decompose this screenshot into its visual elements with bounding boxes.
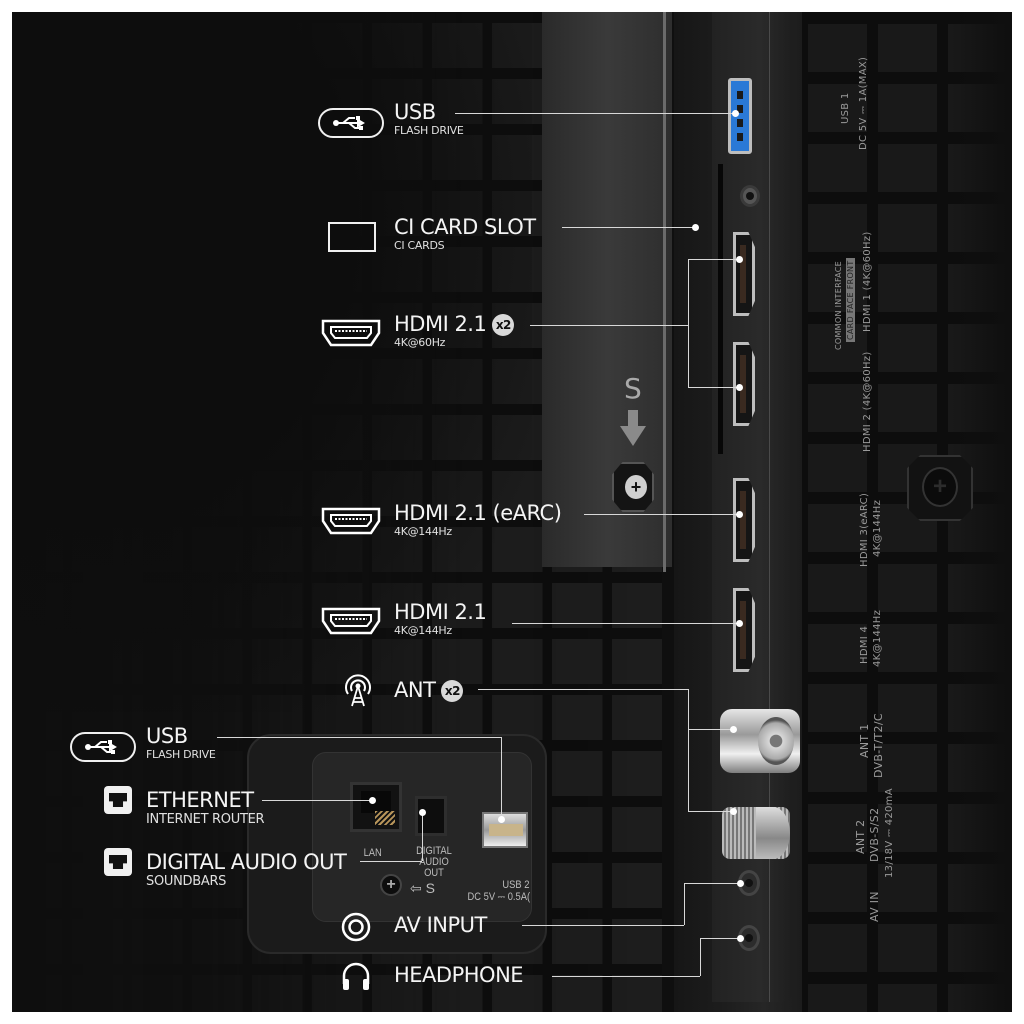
callout-subtitle: CI CARDS [394, 239, 445, 252]
callout-subtitle: 4K@60Hz [394, 336, 446, 349]
callout-usb-top: USB FLASH DRIVE [394, 100, 464, 137]
callout-title: DIGITAL AUDIO OUT [146, 850, 347, 874]
callout-title: HDMI 2.1 (eARC) [394, 501, 562, 525]
callout-hdmi-earc: HDMI 2.1 (eARC) 4K@144Hz [394, 501, 562, 538]
silk-av-in: AV IN [868, 891, 881, 922]
callout-ci-card-slot: CI CARD SLOT CI CARDS [394, 215, 536, 252]
callout-av-input: AV INPUT [394, 913, 487, 937]
callout-subtitle: INTERNET ROUTER [146, 812, 265, 827]
hdmi-icon [321, 319, 381, 347]
tv-rear-panel-image: S + + USB 1 DC 5V ⎓ 1A(MAX) COMMON INTER… [12, 12, 1012, 1012]
callout-title: CI CARD SLOT [394, 215, 536, 239]
callout-digital-audio-out: DIGITAL AUDIO OUT SOUNDBARS [146, 850, 347, 889]
headphone-icon [340, 960, 372, 997]
ant2-connector [722, 807, 790, 859]
shadow-overlay [12, 12, 532, 712]
silk-hdmi4-spec: 4K@144Hz [872, 609, 883, 667]
callout-hdmi-4: HDMI 2.1 4K@144Hz [394, 600, 487, 637]
silk-digital-audio-out: DIGITAL AUDIO OUT [416, 845, 452, 879]
silk-ant1: ANT 1 [858, 723, 871, 758]
callout-title: HEADPHONE [394, 963, 524, 987]
silk-usb1-power: DC 5V ⎓ 1A(MAX) [858, 56, 869, 150]
hdmi1-port [733, 232, 755, 316]
silk-hdmi4: HDMI 4 [859, 625, 870, 664]
screw-mark-s: S [624, 372, 642, 405]
usb1-port [728, 78, 752, 154]
av-in-jack [738, 870, 760, 896]
callout-subtitle: 4K@144Hz [394, 525, 452, 538]
screw-icon: + [625, 475, 647, 499]
ethernet-icon [104, 786, 132, 814]
callout-title: ANT [394, 678, 436, 702]
optical-port [415, 796, 447, 836]
ci-card-slot [718, 164, 723, 454]
quantity-badge: x2 [492, 314, 515, 336]
silk-hdmi3-spec: 4K@144Hz [872, 499, 883, 557]
silk-hdmi2: HDMI 2 (4K@60Hz) [862, 351, 873, 452]
lan-port [350, 782, 402, 832]
callout-ethernet: ETHERNET INTERNET ROUTER [146, 788, 265, 827]
usb2-port [482, 812, 528, 848]
silk-ant2-spec: DVB-S/S2 [868, 807, 881, 862]
ci-eject-jack [740, 185, 760, 207]
silk-card-face-front: CARD FACE FRONT [846, 258, 855, 342]
wall-mount-screw-icon: + [922, 467, 958, 507]
card-slot-icon [328, 222, 376, 252]
hdmi3-port [733, 478, 755, 562]
silk-ant2: ANT 2 [854, 819, 867, 854]
silk-usb2-power: DC 5V ⎓ 0.5A( [467, 891, 531, 903]
callout-title: ETHERNET [146, 788, 254, 812]
hdmi-icon [321, 507, 381, 535]
callout-subtitle: 4K@144Hz [394, 624, 452, 637]
av-input-icon [340, 911, 372, 948]
usb-icon [70, 732, 136, 762]
callout-title: USB [146, 724, 188, 748]
callout-subtitle: FLASH DRIVE [146, 748, 216, 761]
chassis-edge [663, 12, 666, 572]
silk-common-interface: COMMON INTERFACE [834, 261, 843, 350]
optical-audio-icon [104, 848, 132, 876]
silk-usb2: USB 2 [502, 879, 530, 891]
hdmi4-port [733, 588, 755, 672]
callout-title: AV INPUT [394, 913, 487, 937]
hdmi2-port [733, 342, 755, 426]
hdmi-icon [321, 607, 381, 635]
rear-screw-icon: + [380, 874, 402, 896]
silk-usb1: USB 1 [840, 92, 851, 124]
ant1-connector [720, 709, 800, 773]
callout-usb-bottom: USB FLASH DRIVE [146, 724, 216, 761]
silk-hdmi3: HDMI 3(eARC) [859, 492, 870, 567]
wall-mount-well [907, 455, 973, 521]
silk-lan: LAN [363, 847, 382, 859]
usb-icon [318, 108, 384, 138]
silk-hdmi1: HDMI 1 (4K@60Hz) [862, 231, 873, 332]
callout-subtitle: FLASH DRIVE [394, 124, 464, 137]
callout-title: HDMI 2.1 [394, 600, 487, 624]
callout-subtitle: SOUNDBARS [146, 874, 227, 889]
callout-headphone: HEADPHONE [394, 963, 524, 987]
callout-title: USB [394, 100, 436, 124]
rear-screw-mark: ⇦ S [410, 880, 435, 896]
silk-ant2-power: 13/18V ⎓ 420mA [884, 788, 895, 878]
strip-divider [769, 12, 770, 1002]
silk-ant1-spec: DVB-T/T2/C [872, 713, 885, 778]
callout-title: HDMI 2.1 [394, 312, 487, 336]
antenna-icon [340, 672, 376, 713]
quantity-badge: x2 [441, 680, 464, 702]
